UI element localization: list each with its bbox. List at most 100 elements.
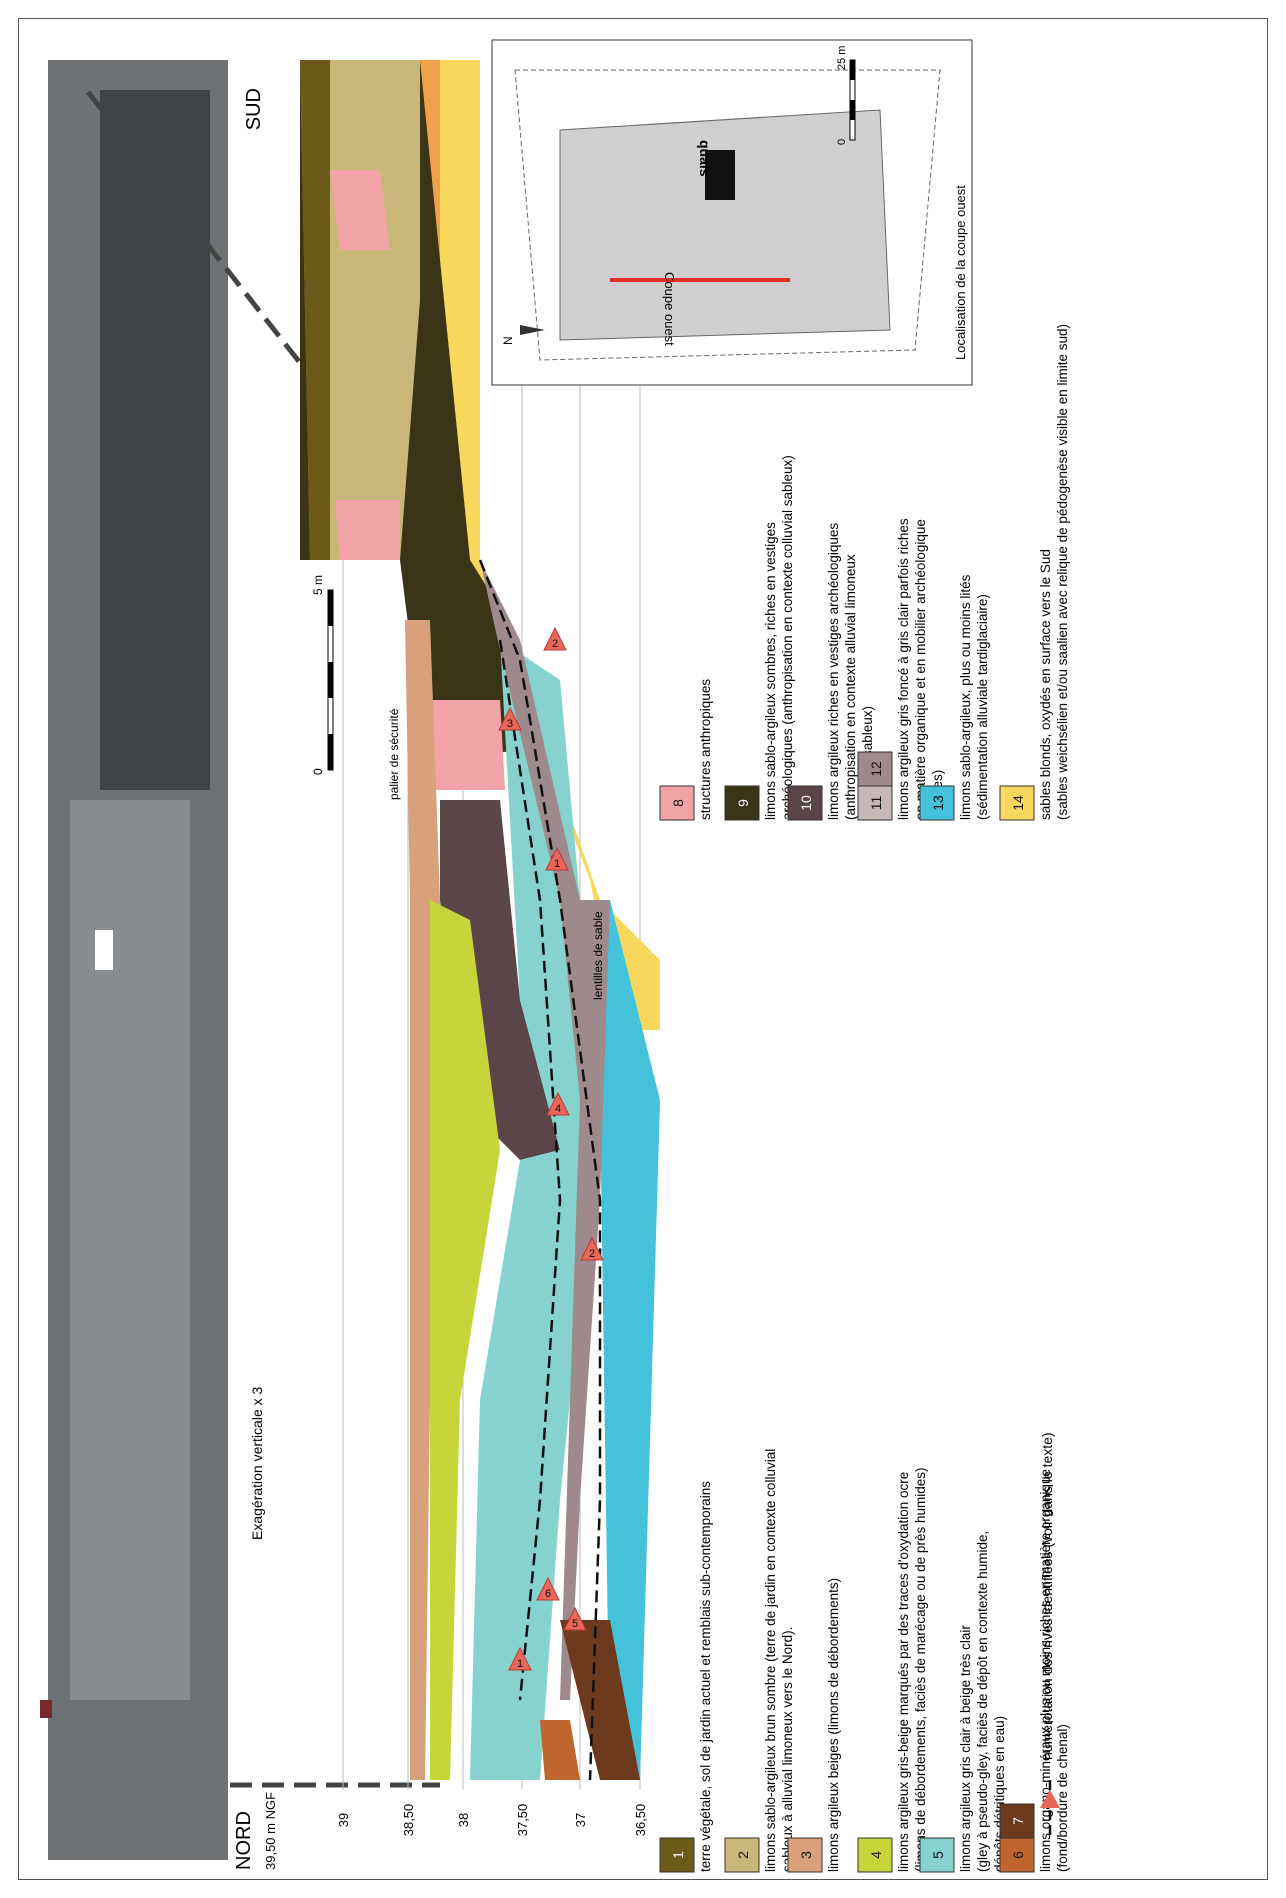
legend-text: (sédimentation alluviale tardiglaciaire) [975, 594, 990, 820]
legend-item: 1 terre végétale, sol de jardin actuel et… [659, 1481, 713, 1873]
legend-swatch-label: 13 [930, 795, 946, 811]
legend-item: 8 structures anthropiques [659, 679, 713, 821]
rive-marker-triangle-icon [508, 1646, 532, 1671]
legend-swatch-label: 3 [798, 1851, 814, 1859]
axis-tick-label: 39 [336, 1813, 351, 1827]
legend-swatch [659, 1837, 695, 1873]
label-sud: SUD [243, 88, 265, 130]
rive-marker-label: 2 [589, 1248, 595, 1260]
legend-swatch [787, 785, 823, 821]
legend-text: limons argileux gris foncé à gris clair … [896, 518, 911, 820]
axis-tick-label: 38 [456, 1813, 471, 1827]
layer-13 [575, 900, 660, 1780]
legend-text: (anthropisation en contexte alluvial lim… [843, 554, 858, 820]
legend-text: (gley à pseudo-gley, faciès de dépôt en … [975, 1531, 990, 1872]
legend-text: limons argileux gris-beige marqués par d… [896, 1472, 911, 1872]
legend-swatch [787, 1837, 823, 1873]
inset-title: Localisation de la coupe ouest [953, 185, 968, 360]
inset-scale-seg-1 [850, 60, 855, 80]
stratigraphic-section [300, 60, 660, 1781]
scale-bar-seg-3 [328, 662, 333, 698]
inset-site-outline [514, 69, 941, 361]
label-nord: NORD [233, 1811, 255, 1870]
rive-marker-label: 5 [572, 1618, 578, 1630]
rive-marker-triangle-icon [498, 706, 522, 731]
inset-north: N [501, 336, 515, 345]
rive-legend: numérotation des rives identifiées (voir… [1039, 1432, 1060, 1840]
inset-coupe: Coupe ouest [662, 272, 677, 346]
rive-marker-triangle-icon [546, 1091, 570, 1116]
layer-1 [300, 60, 330, 560]
axis-tick-label: 38,50 [401, 1804, 416, 1837]
axis-tick-label: 36,50 [633, 1804, 648, 1837]
legend-swatch-label: 14 [1010, 795, 1026, 811]
layer-6 [540, 1720, 580, 1780]
legend-swatch [999, 785, 1035, 821]
rive-legend-triangle-icon [1040, 1790, 1060, 1808]
legend-text: limons argileux beiges (limons de débord… [826, 1578, 841, 1872]
legend-text: limons argileux riches en vestiges arché… [826, 523, 841, 820]
legend-text: limons sablo-argileux brun sombre (terre… [763, 1449, 778, 1872]
legend-swatch-label: 8 [670, 799, 686, 807]
layer-5 [470, 640, 590, 1780]
layer-14 [420, 60, 660, 1030]
legend-swatch [659, 785, 695, 821]
legend-item: 6 7 limons organo-minéraux plus ou moins r… [999, 1469, 1070, 1873]
inset-quais-block [705, 150, 735, 200]
legend-swatch-label: 6 [1010, 1851, 1026, 1859]
label-altitude-unit: 39,50 m NGF [263, 1792, 278, 1870]
legend-item: 3 limons argileux beiges (limons de débor… [787, 1578, 841, 1873]
rive-legend-text: numérotation des rives identifiées (voir… [1039, 1432, 1055, 1760]
legend-swatch [857, 1837, 893, 1873]
legend-swatch-label: 11 [868, 796, 884, 811]
figure-frame [18, 18, 1268, 1880]
north-arrow-icon [520, 325, 545, 335]
rive-marker-label: 4 [555, 1103, 561, 1115]
layer-8-b [335, 500, 400, 560]
photo-red-object [40, 1700, 52, 1718]
legend-text: (fond/bordure de chenal) [1055, 1724, 1070, 1872]
legend-swatch-label: 7 [1010, 1817, 1026, 1825]
layer-7 [560, 1620, 640, 1780]
legend-swatch-label: 10 [798, 795, 814, 811]
rive-marker-triangle-icon [536, 1576, 560, 1601]
layer-8-c [420, 700, 505, 790]
legend-swatch [724, 785, 760, 821]
legend-text: limons sablo-argileux sombres, riches en… [763, 522, 778, 820]
legend-swatch-label: 4 [868, 1851, 884, 1859]
rive-marker-triangle-icon [563, 1606, 587, 1631]
rive-line-a [478, 559, 602, 1781]
section-scale-bar: 0 5 m [311, 575, 334, 775]
legend-text: (limons de débordements, faciès de maréc… [913, 1468, 928, 1872]
rive-marker-triangle-icon [545, 846, 569, 871]
inset-scale-seg-3 [850, 100, 855, 120]
legend-text: terre végétale, sol de jardin actuel et … [698, 1481, 713, 1872]
label-palier: palier de sécurité [387, 708, 401, 800]
legend-swatch-label: 2 [735, 1851, 751, 1859]
legend-swatch-label: 1 [670, 1851, 686, 1859]
inset-scale-bar: 0 25 m [836, 46, 856, 145]
inset-quais: quais [697, 140, 713, 177]
legend: 1 terre végétale, sol de jardin actuel et… [659, 324, 1070, 1873]
rive-marker-triangle-icon [543, 626, 567, 651]
legend-item: 2 limons sablo-argileux brun sombre (terr… [724, 1449, 795, 1873]
inset-scale-zero: 0 [836, 139, 848, 145]
axis-tick-label: 37,50 [515, 1804, 530, 1837]
legend-swatch-label: 5 [930, 1851, 946, 1859]
rive-marker-label: 2 [552, 638, 558, 650]
legend-text: limons organo-minéraux plus ou moins ric… [1038, 1469, 1053, 1872]
photo-dark-band [100, 90, 210, 790]
axis-tick-label: 37 [573, 1813, 588, 1827]
photo-white-object [95, 930, 113, 970]
legend-text: structures anthropiques [698, 679, 713, 820]
scale-bar-seg-5 [328, 734, 333, 770]
rive-marker-label: 3 [507, 718, 513, 730]
scale-bar-seg-1 [328, 590, 333, 626]
scale-zero: 0 [311, 768, 325, 775]
